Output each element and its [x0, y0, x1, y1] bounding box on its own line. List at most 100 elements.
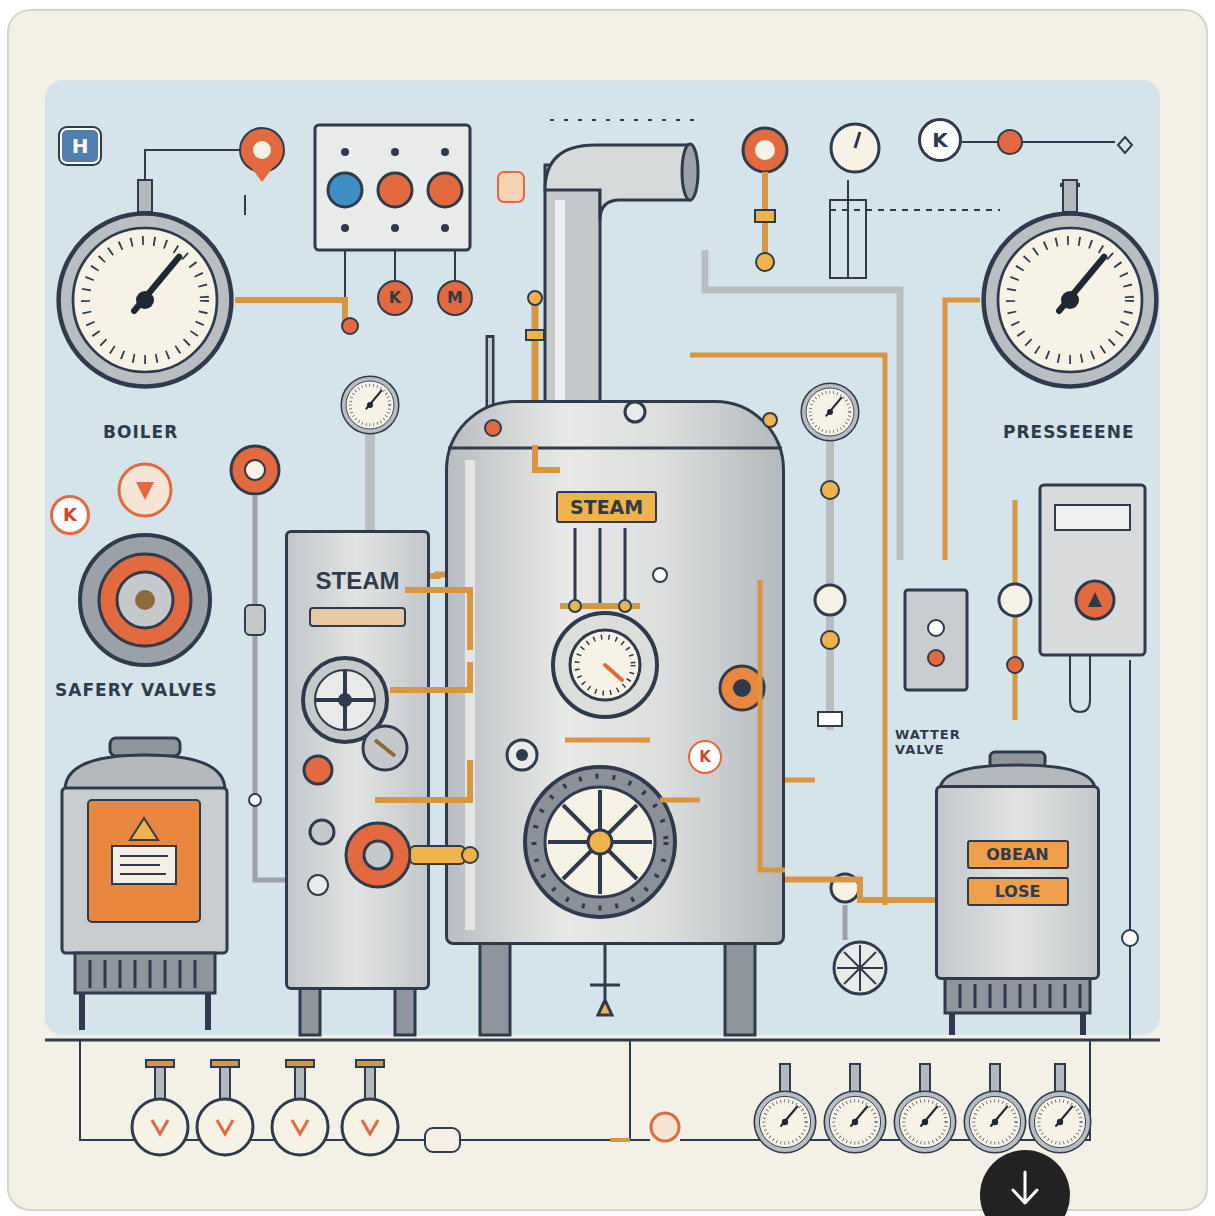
safety-valve-ring — [99, 554, 191, 646]
signal-wire — [962, 141, 1115, 143]
dimension-line — [550, 119, 700, 121]
hand-wheel-spokes — [315, 670, 375, 730]
panel-screw — [441, 148, 449, 156]
tank-port — [363, 726, 407, 770]
node-text: K — [379, 282, 411, 314]
pipe-joint — [821, 631, 839, 649]
pipe-joint — [249, 794, 261, 806]
controller-display — [1055, 505, 1130, 530]
part-label: PRESSEEENE — [1003, 422, 1153, 442]
panel-lamp — [378, 173, 412, 207]
valve-dial-mark — [292, 1120, 308, 1134]
boiler-bolt — [625, 402, 645, 422]
valve-handle — [286, 1060, 314, 1067]
pressure-gauge — [59, 214, 232, 387]
node-text: STEAM — [556, 491, 657, 523]
download-button — [980, 1150, 1070, 1216]
orange-flange — [720, 666, 764, 710]
gauge-stem — [1063, 180, 1077, 212]
pipe-knob — [462, 847, 478, 863]
small-gauge — [831, 124, 879, 172]
gauge-stem — [920, 1064, 930, 1094]
panel-screw — [341, 148, 349, 156]
tank-valve — [346, 823, 410, 887]
tank-leg — [395, 985, 415, 1035]
side-tank: OBEANLOSE — [935, 785, 1100, 980]
valve-dial — [132, 1099, 188, 1155]
boiler-leg — [480, 943, 510, 1035]
panel-screws — [341, 148, 449, 232]
controller-box — [1040, 485, 1145, 655]
furnace-door-spokes — [548, 790, 652, 894]
rod-ball — [619, 600, 631, 612]
gray-pipe — [255, 495, 285, 880]
gray-pipe — [843, 905, 848, 940]
signal-node — [1122, 930, 1138, 946]
node-text: K — [921, 121, 959, 159]
valve-stem — [295, 1064, 305, 1100]
download-arrow — [1013, 1172, 1037, 1203]
panel-screw — [391, 224, 399, 232]
node-text: LOSE — [967, 877, 1069, 906]
tank-legs — [82, 993, 208, 1030]
panel-tag — [498, 172, 524, 202]
alarm-pin — [240, 128, 284, 172]
pipe-coupling — [245, 605, 265, 635]
drain-valve — [590, 945, 620, 1015]
gauge-rod-base — [560, 603, 640, 609]
tank-dome — [65, 755, 225, 790]
valve-icon — [743, 128, 787, 172]
pipe-joint — [821, 481, 839, 499]
tank-port-mark — [375, 740, 395, 756]
line-gauge — [964, 1091, 1025, 1152]
sight-window-face — [570, 630, 640, 700]
rod-ball — [569, 600, 581, 612]
furnace-door — [525, 767, 675, 917]
letter-badge: H — [60, 128, 100, 164]
tank-port — [310, 820, 334, 844]
valve-dial — [197, 1099, 253, 1155]
pipe-clamp — [818, 712, 842, 726]
valve-badge-mark — [136, 482, 154, 500]
sight-window-ticks — [577, 637, 633, 693]
steam-pipe — [405, 590, 470, 650]
valve-dial — [272, 1099, 328, 1155]
valve-stem — [220, 1064, 230, 1100]
pipe-fitting — [342, 318, 358, 334]
furnace-door-hub — [588, 830, 612, 854]
pipe-connector — [785, 880, 935, 900]
boiler-highlight — [465, 460, 475, 930]
alarm-pin-core — [253, 141, 271, 159]
hand-wheel-hub — [338, 693, 352, 707]
tank-port — [308, 875, 328, 895]
warning-triangle — [130, 818, 158, 840]
pipe-joint — [651, 1113, 679, 1141]
pipe-joint — [815, 585, 845, 615]
grill-bars — [960, 984, 1080, 1008]
tank-gauge — [801, 383, 859, 441]
tank-cap — [110, 738, 180, 756]
steam-pipe — [565, 738, 650, 743]
card — [8, 10, 1207, 1210]
tank-leg — [300, 985, 320, 1035]
steam-pipe — [610, 1138, 630, 1142]
ground-line — [45, 1039, 1160, 1042]
tank-plate — [112, 846, 176, 884]
letter-circle: K — [377, 280, 413, 316]
signal-wire — [1129, 660, 1131, 1040]
boiler-port-core — [516, 749, 528, 761]
bottom-gauges — [754, 1064, 1090, 1153]
steam-pipe — [945, 300, 980, 560]
boiler-bolt — [485, 420, 501, 436]
letter-circle: K — [50, 495, 90, 535]
line-gauge — [1029, 1091, 1090, 1152]
indicator-lamp — [998, 130, 1022, 154]
boiler-bolt — [763, 413, 777, 427]
panel-screw — [341, 224, 349, 232]
tank-grill — [945, 978, 1090, 1013]
part-label: SAFERY VALVES — [55, 680, 255, 700]
valve-dial-mark — [362, 1120, 378, 1134]
node-text: K — [690, 742, 720, 772]
steam-pipe — [535, 445, 560, 470]
